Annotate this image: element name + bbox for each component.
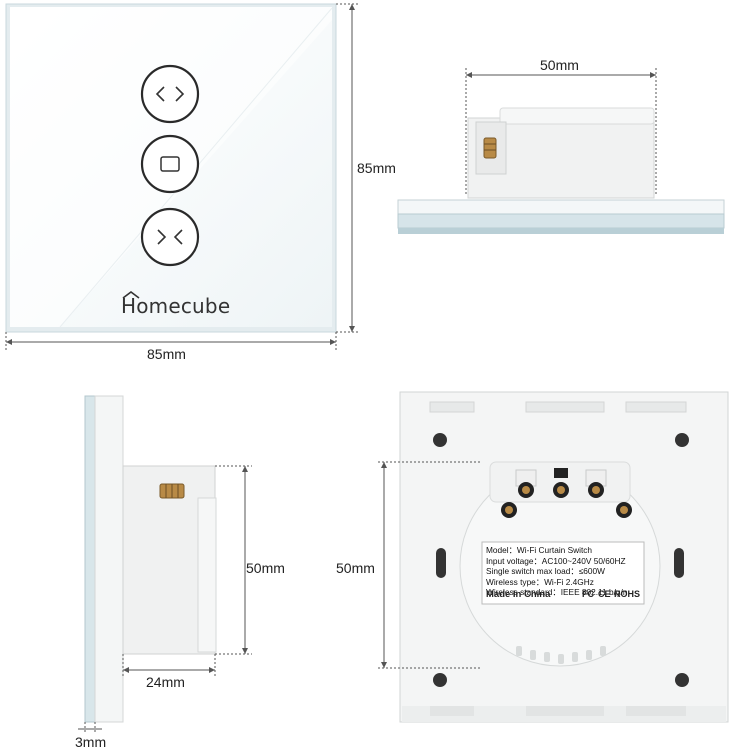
- rohs-mark: ROHS: [614, 589, 641, 599]
- label-max-load: Single switch max load：≤600W: [486, 566, 605, 577]
- glass-plate-side: [84, 395, 96, 723]
- front-width-label: 85mm: [147, 346, 186, 362]
- mount-hole: [675, 433, 689, 447]
- mount-hole: [433, 673, 447, 687]
- mount-hole: [433, 433, 447, 447]
- square-icon: [160, 156, 180, 172]
- home-roof-icon: [122, 291, 140, 299]
- side-height-label: 50mm: [246, 560, 285, 576]
- front-height-label: 85mm: [357, 160, 396, 176]
- plate-thickness-label: 3mm: [75, 734, 107, 750]
- side-view: [78, 395, 252, 733]
- top-width-dimension: [465, 68, 657, 195]
- side-depth-dimension: [122, 654, 216, 678]
- mount-hole: [675, 673, 689, 687]
- chevron-right-icon: [175, 86, 185, 102]
- front-width-dimension: [5, 332, 337, 350]
- close-curtain-button[interactable]: [140, 207, 200, 267]
- mount-slot: [674, 548, 684, 578]
- open-curtain-button[interactable]: [140, 64, 200, 124]
- chevron-right-icon: [157, 229, 167, 245]
- ce-mark: CE: [598, 589, 611, 599]
- side-depth-label: 24mm: [146, 674, 185, 690]
- glass-plate-top: [397, 199, 725, 215]
- brand-logo: Homecube: [121, 294, 231, 318]
- label-made-in: Made In China: [486, 589, 551, 600]
- plate-thickness-dimension: [78, 722, 102, 733]
- top-width-label: 50mm: [540, 57, 579, 73]
- label-input-voltage: Input voltage：AC100~240V 50/60HZ: [486, 555, 626, 566]
- front-view: [5, 3, 360, 350]
- label-wireless-type: Wireless type：Wi-Fi 2.4GHz: [486, 576, 594, 587]
- mount-slot: [436, 548, 446, 578]
- back-view: [378, 391, 729, 723]
- label-wireless-standard: Wireless standard：IEEE 802.11 b/g/n: [486, 587, 628, 598]
- top-view: [397, 68, 725, 234]
- side-height-dimension: [215, 465, 252, 655]
- chevron-left-icon: [173, 229, 183, 245]
- back-height-label: 50mm: [336, 560, 375, 576]
- terminal-screw: [483, 137, 497, 159]
- fcc-mark: FC: [582, 589, 594, 599]
- chevron-left-icon: [155, 86, 165, 102]
- spec-label: [481, 541, 645, 605]
- stop-button[interactable]: [140, 134, 200, 194]
- label-model: Model：Wi-Fi Curtain Switch: [486, 545, 593, 555]
- spec-label-text: Model：Wi-Fi Curtain Switch Input voltage…: [486, 545, 627, 598]
- terminal-block: [501, 468, 632, 518]
- back-height-dimension: [378, 461, 480, 669]
- front-height-dimension: [336, 3, 360, 333]
